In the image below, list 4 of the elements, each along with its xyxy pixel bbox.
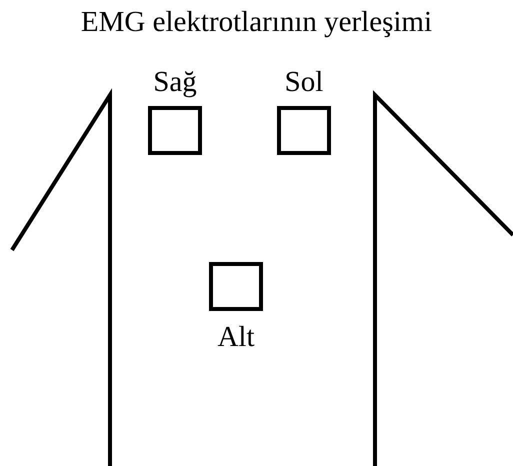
electrode-label: Alt	[216, 321, 256, 353]
electrode-label: Sol	[284, 66, 324, 98]
diagram-title: EMG elektrotlarının yerleşimi	[80, 6, 434, 39]
electrode-label: Sağ	[152, 66, 198, 98]
